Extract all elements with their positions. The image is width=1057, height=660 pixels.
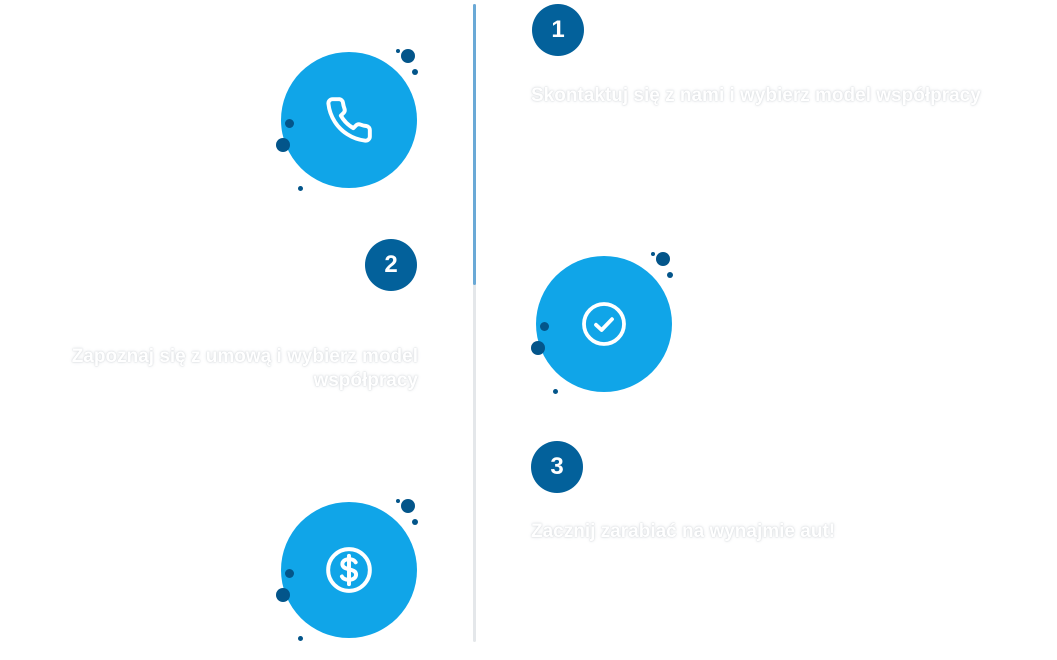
decor-dot	[651, 252, 655, 256]
decor-dot	[285, 569, 294, 578]
decor-dot	[396, 49, 400, 53]
decor-dot	[531, 341, 545, 355]
decor-dot	[401, 499, 415, 513]
step-3-bubble	[281, 502, 417, 638]
decor-dot	[412, 69, 418, 75]
step-2-description: Zapoznaj się z umową i wybierz model wsp…	[71, 346, 418, 391]
decor-dot	[667, 272, 673, 278]
decor-dot	[285, 119, 294, 128]
decor-dot	[298, 636, 303, 641]
decor-dot	[412, 519, 418, 525]
phone-icon	[324, 95, 374, 145]
decor-dot	[276, 588, 290, 602]
decor-dot	[396, 499, 400, 503]
step-1-description: Skontaktuj się z nami i wybierz model ws…	[531, 85, 981, 106]
step-2-bubble	[536, 256, 672, 392]
dollar-circle-icon	[324, 545, 374, 595]
timeline-track	[473, 4, 476, 642]
decor-dot	[276, 138, 290, 152]
decor-dot	[656, 252, 670, 266]
step-1-number: 1	[532, 4, 584, 56]
timeline-progress	[473, 4, 476, 285]
check-circle-icon	[580, 300, 628, 348]
decor-dot	[553, 389, 558, 394]
step-3-description: Zacznij zarabiać na wynajmie aut!	[531, 521, 836, 542]
decor-dot	[298, 186, 303, 191]
step-3-number: 3	[531, 441, 583, 493]
decor-dot	[540, 322, 549, 331]
step-2-number: 2	[365, 239, 417, 291]
decor-dot	[401, 49, 415, 63]
step-1-bubble	[281, 52, 417, 188]
